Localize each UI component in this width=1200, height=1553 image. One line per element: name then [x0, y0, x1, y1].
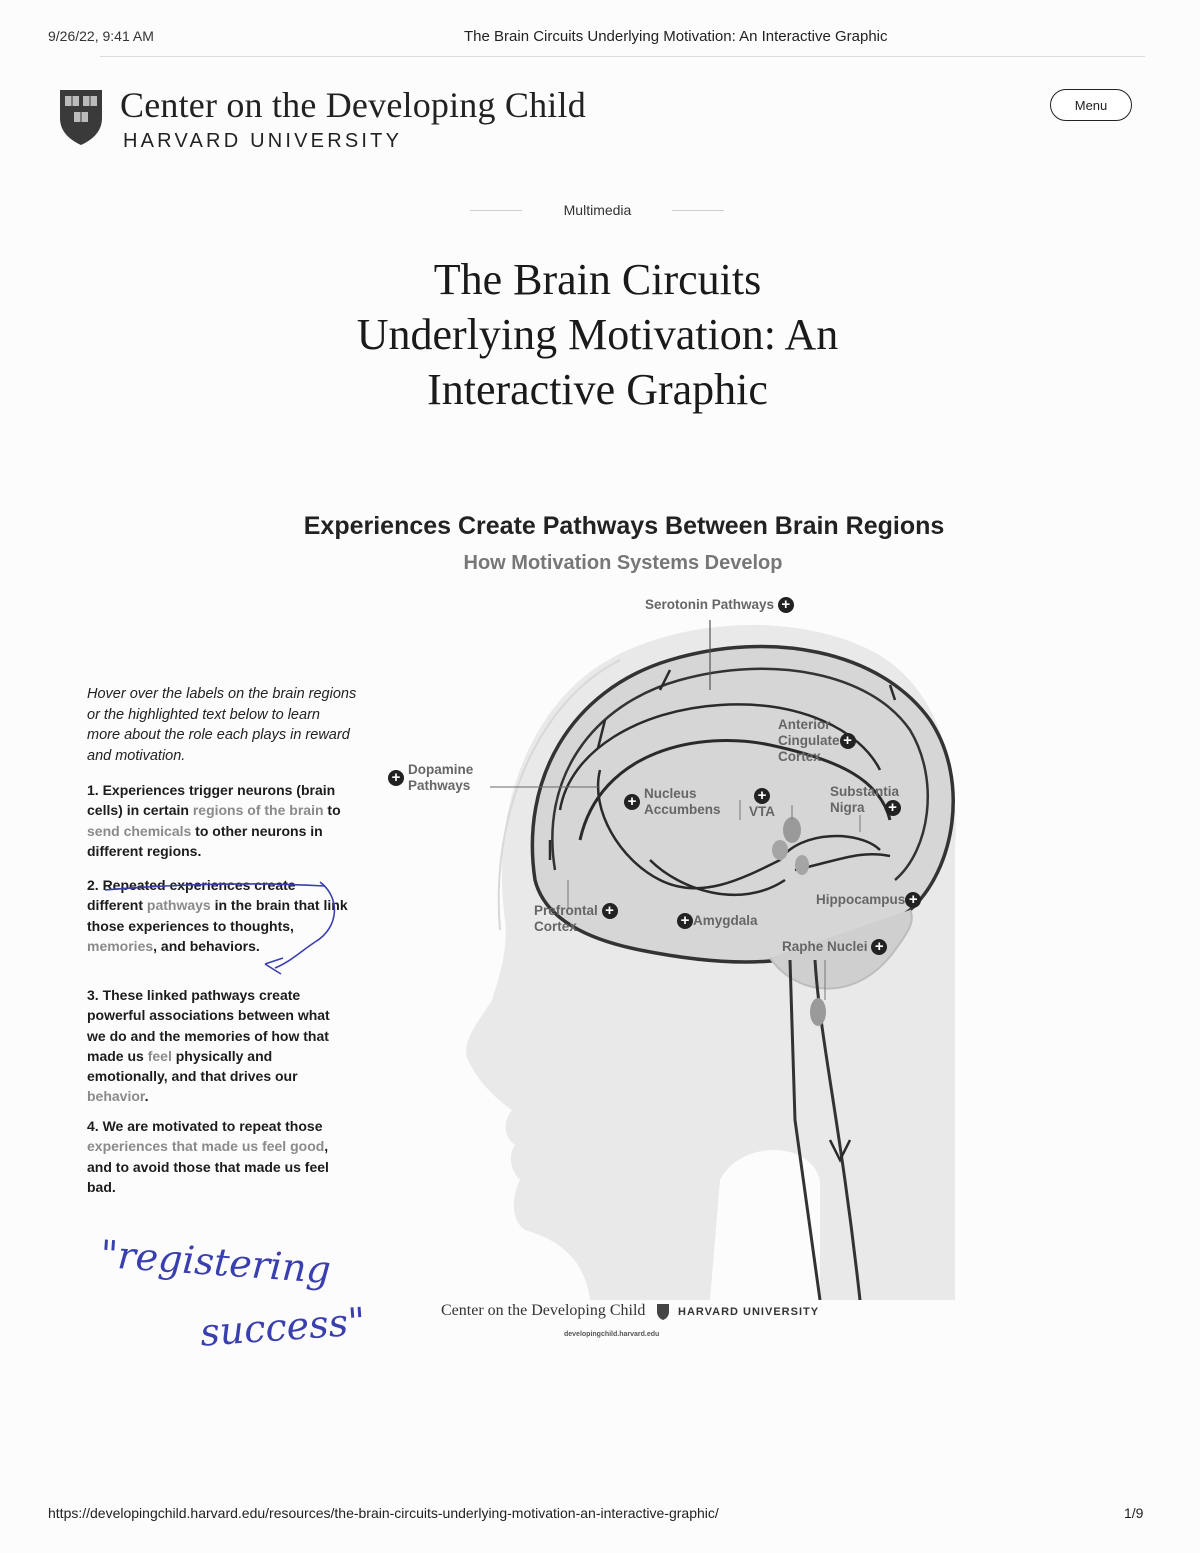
kicker-rule-left [470, 210, 522, 211]
brand-name[interactable]: Center on the Developing Child [120, 85, 586, 125]
harvard-shield-logo[interactable] [58, 88, 104, 146]
harvard-shield-icon [657, 1304, 669, 1320]
label-text[interactable]: Hippocampus [816, 892, 906, 907]
step-text: . [144, 1088, 149, 1105]
step-1: 1. Experiences trigger neurons (brain ce… [87, 780, 349, 861]
page-title-line: Interactive Graphic [427, 365, 768, 414]
label-text[interactable]: Cortex [534, 919, 577, 935]
highlighted-term[interactable]: send chemicals [87, 822, 192, 839]
graphic-credit-url: developingchild.harvard.edu [564, 1331, 660, 1338]
step-text: 3. These linked pathways create powerful… [87, 987, 330, 1064]
graphic-title: Experiences Create Pathways Between Brai… [303, 512, 945, 540]
brain-illustration [466, 620, 956, 1300]
label-text[interactable]: Substantia [830, 784, 900, 799]
label-text[interactable]: Raphe Nuclei [782, 939, 868, 954]
step-3: 3. These linked pathways create powerful… [87, 985, 349, 1107]
handwritten-note: "registering success" [98, 1230, 380, 1370]
label-text[interactable]: Cingulate [778, 733, 840, 748]
print-page-title: The Brain Circuits Underlying Motivation… [464, 28, 888, 45]
step-text: to [323, 802, 341, 819]
label-text[interactable]: Pathways [408, 778, 471, 793]
plus-icon[interactable]: + [601, 903, 618, 920]
step-text: , and to avoid those that made us feel b… [87, 1138, 329, 1195]
label-text[interactable]: VTA [749, 804, 775, 820]
plus-icon[interactable]: + [777, 597, 794, 614]
brand-university: HARVARD UNIVERSITY [123, 130, 403, 152]
highlighted-term[interactable]: regions of the brain [192, 802, 324, 819]
graphic-credit-university: HARVARD UNIVERSITY [678, 1306, 820, 1318]
plus-icon[interactable]: + [754, 788, 770, 805]
plus-icon[interactable]: + [677, 913, 693, 930]
label-text[interactable]: Amygdala [693, 913, 758, 928]
label-prefrontal-cortex[interactable]: Prefrontal + Cortex [534, 903, 618, 935]
highlighted-term[interactable]: experiences that made us feel good [87, 1138, 325, 1155]
label-substantia-nigra[interactable]: Substantia Nigra + [830, 784, 901, 817]
label-dopamine-pathways[interactable]: + Dopamine Pathways [388, 762, 473, 794]
graphic-subtitle: How Motivation Systems Develop [463, 552, 783, 574]
label-text[interactable]: Nucleus [644, 786, 697, 801]
highlighted-term[interactable]: pathways [146, 897, 211, 914]
step-text: to other neurons in different regions. [87, 822, 323, 859]
label-text[interactable]: Cortex [778, 749, 821, 765]
step-text: 1. Experiences trigger neurons (brain ce… [87, 782, 336, 819]
label-text[interactable]: Dopamine [408, 762, 474, 777]
handwritten-note-line: "registering [98, 1231, 333, 1293]
menu-button[interactable]: Menu [1050, 89, 1132, 121]
label-text[interactable]: Nigra [830, 800, 865, 815]
label-raphe-nuclei[interactable]: Raphe Nuclei + [782, 939, 888, 956]
plus-icon[interactable]: + [884, 800, 901, 817]
label-text[interactable]: Serotonin Pathways [645, 597, 775, 612]
label-text[interactable]: Prefrontal [534, 903, 598, 918]
category-kicker[interactable]: Multimedia [563, 202, 632, 218]
highlighted-term[interactable]: memories [87, 937, 154, 954]
label-nucleus-accumbens[interactable]: + Nucleus Accumbens [624, 786, 721, 818]
label-serotonin-pathways[interactable]: Serotonin Pathways + [645, 597, 794, 614]
page-title-line: The Brain Circuits [433, 255, 762, 304]
plus-icon[interactable]: + [839, 733, 856, 750]
plus-icon[interactable]: + [905, 892, 922, 909]
print-url: https://developingchild.harvard.edu/reso… [48, 1505, 719, 1521]
highlighted-term[interactable]: feel [147, 1047, 172, 1064]
label-text[interactable]: Anterior [778, 717, 831, 732]
print-page-number: 1/9 [1124, 1505, 1144, 1521]
graphic-credit-name: Center on the Developing Child [441, 1302, 646, 1319]
plus-icon[interactable]: + [871, 939, 888, 956]
label-hippocampus[interactable]: Hippocampus+ [816, 892, 922, 909]
handwritten-markup [104, 881, 336, 975]
label-text[interactable]: Accumbens [644, 802, 721, 817]
step-text: physically and emotionally, and that dri… [87, 1047, 298, 1085]
step-text: , and behaviors. [153, 937, 260, 954]
plus-icon[interactable]: + [388, 770, 404, 786]
handwritten-note-line: success" [198, 1299, 367, 1355]
page-title-line: Underlying Motivation: An [356, 310, 839, 359]
step-4: 4. We are motivated to repeat those expe… [87, 1116, 349, 1197]
print-datetime: 9/26/22, 9:41 AM [48, 28, 154, 44]
highlighted-term[interactable]: behavior [87, 1088, 145, 1105]
plus-icon[interactable]: + [624, 794, 640, 810]
label-amygdala[interactable]: +Amygdala [677, 913, 758, 930]
graphic-instructions: Hover over the labels on the brain regio… [87, 686, 357, 764]
step-text: in the brain that link those experiences… [87, 897, 348, 934]
kicker-rule-right [672, 210, 724, 211]
page-title: The Brain Circuits Underlying Motivation… [250, 252, 945, 417]
label-anterior-cingulate-cortex[interactable]: Anterior Cingulate+ Cortex [778, 717, 856, 765]
step-text: 4. We are motivated to repeat those [87, 1118, 323, 1134]
label-vta[interactable]: + VTA [749, 788, 775, 820]
header-divider [100, 56, 1145, 57]
